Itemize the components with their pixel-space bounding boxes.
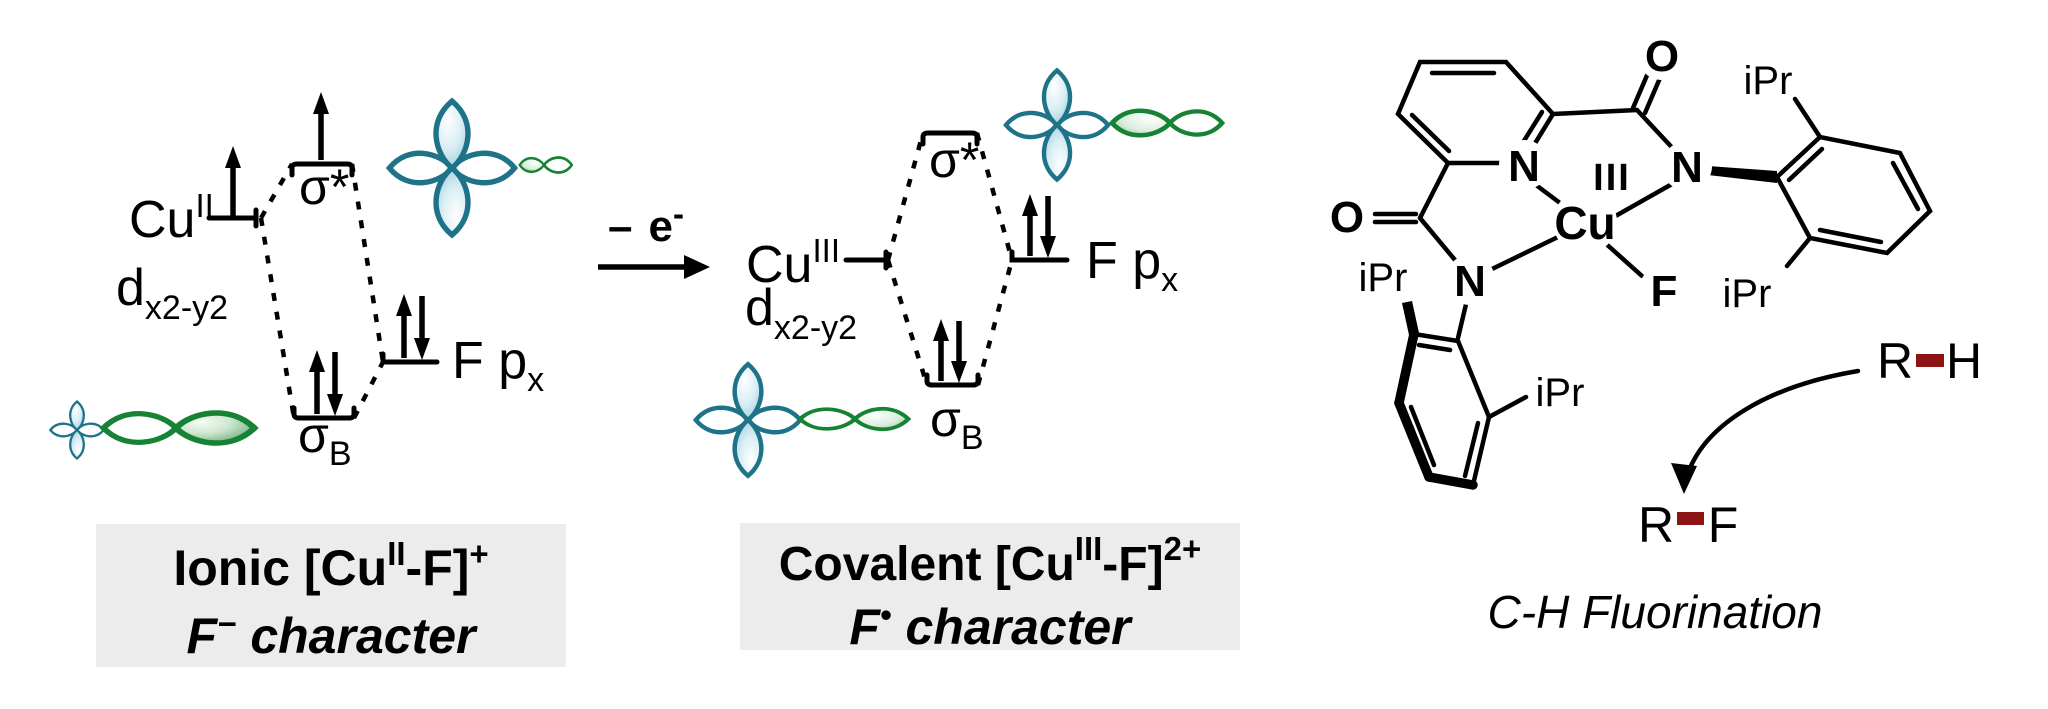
sigma-star-level [920, 130, 980, 147]
ionic-caption-box: Ionic [CuII-F]+ F−character [96, 524, 566, 667]
wedge-bond-n-aryl-r [1708, 166, 1777, 183]
cu2-d-orbital-label: dx2-y2 [116, 259, 228, 327]
pyridine-n-label: N [1508, 142, 1540, 191]
halo [1637, 30, 1687, 80]
dashed-line-sigmastar-to-fpx [349, 163, 386, 363]
sigma-b-orbital-icon [49, 400, 254, 460]
reaction-caption: C-H Fluorination [1488, 586, 1823, 638]
dashed-line-sigmab-to-fpx [975, 259, 1015, 386]
curved-arrowhead-icon [1671, 463, 1697, 494]
arrowhead-icon [684, 255, 710, 279]
cu2-d-level [206, 207, 259, 229]
bond-carbonyl-n-l [1417, 215, 1463, 269]
dashed-line-sigmab-to-fpx [352, 360, 385, 420]
bond-py-carbonyl-r [1550, 107, 1640, 117]
sigma-b-level [291, 405, 357, 421]
halo [1499, 140, 1549, 190]
sigma-star-orbital-icon [1006, 70, 1222, 179]
wedge-bond-aryl-ipr [1402, 301, 1419, 335]
mo-diagram-cu3: CuIII dx2-y2 σ* σB F px [696, 70, 1222, 475]
dashed-line-cu-to-sigmab [258, 217, 297, 419]
halo [1662, 141, 1712, 191]
cu3-d-level [843, 249, 889, 271]
sigma-star-level [289, 161, 355, 178]
carbonyl-o-right-label: O [1645, 32, 1679, 81]
dashed-line-cu-to-sigmastar [885, 132, 926, 261]
ipr-label-top-right: iPr [1744, 59, 1793, 103]
r-h-bond [1916, 354, 1944, 367]
ionic-caption-line1: Ionic [CuII-F]+ [173, 535, 488, 596]
halo [1639, 265, 1689, 315]
cu3-label: CuIII [746, 232, 840, 294]
substrate-h-label: H [1946, 333, 1982, 389]
f-px-level [1009, 249, 1070, 263]
bond-n-cu-l [1487, 233, 1563, 273]
aryl-ring-left [1394, 301, 1529, 490]
amide-n-right-label: N [1671, 143, 1703, 192]
f-px-label: F px [1086, 232, 1178, 299]
bond-py-carbonyl-l [1417, 160, 1451, 221]
product-f-label: F [1708, 497, 1739, 553]
halo [1445, 255, 1495, 305]
bond-cu-f [1601, 239, 1645, 279]
caption-background [96, 524, 566, 667]
substrate-r-label: R [1877, 333, 1913, 389]
halo [1553, 190, 1617, 254]
bond-aryl-ipr-right [1486, 394, 1529, 420]
cu3-f-complex-structure: N N N O O Cu III F iPr iPr iPr iPr [1322, 30, 1933, 490]
electron-pair-f-px [396, 294, 430, 360]
covalent-caption-line2: F•character [849, 596, 1133, 655]
r-f-bond [1677, 512, 1704, 525]
electron-up-sigma-star [313, 92, 329, 160]
covalent-caption-box: Covalent [CuIII-F]2+ F•character [740, 523, 1240, 655]
electron-pair-f-px [1022, 194, 1056, 258]
halo [1322, 191, 1372, 241]
cu2-label: CuII [129, 187, 214, 249]
product-r-label: R [1638, 497, 1674, 553]
minus-electron-arrow: –e- [598, 195, 710, 279]
bond-n-cu-r [1609, 181, 1675, 221]
cu3-d-orbital-label: dx2-y2 [745, 279, 857, 347]
sigma-b-orbital-icon [696, 364, 909, 476]
dashed-line-cu-to-sigmastar [259, 162, 294, 220]
ipr-label-mid-right: iPr [1723, 272, 1772, 316]
sigma-star-orbital-icon [389, 101, 574, 235]
ipr-label-mid-left: iPr [1359, 256, 1408, 300]
reaction-curved-arrow [1685, 368, 1861, 476]
sigma-b-level [924, 372, 981, 388]
electron-up-cu2 [225, 146, 241, 216]
caption-background [740, 523, 1240, 650]
oxidation-state-label: III [1593, 157, 1631, 199]
ipr-label-bottom: iPr [1536, 371, 1585, 415]
sigma-b-label: σB [298, 407, 352, 473]
sigma-star-label: σ* [929, 132, 979, 188]
f-px-level [380, 351, 440, 365]
f-px-label: F px [452, 332, 544, 399]
bond-n-aryl-l [1455, 297, 1470, 341]
copper-label: Cu [1554, 197, 1615, 249]
bond-aryl-ipr-top [1792, 96, 1823, 140]
mo-diagram-cu2: CuII dx2-y2 σ* σB F px [49, 92, 574, 473]
fluoride-label: F [1651, 267, 1678, 316]
aryl-ring-right [1774, 96, 1933, 269]
dashed-line-cu-to-sigmab [885, 259, 930, 386]
dashed-line-sigmastar-to-fpx [974, 132, 1015, 261]
ionic-caption-line2: F−character [187, 605, 479, 664]
covalent-caption-line1: Covalent [CuIII-F]2+ [779, 530, 1201, 591]
electron-pair-sigma-b [933, 319, 967, 383]
bond-aryl-ipr-bottom [1784, 235, 1813, 269]
electron-pair-sigma-b [309, 350, 343, 416]
sigma-star-label: σ* [299, 159, 349, 215]
ch-fluorination-reaction: R H R F C-H Fluorination [1488, 333, 1983, 638]
sigma-b-label: σB [930, 391, 984, 457]
amide-n-left-label: N [1454, 257, 1486, 306]
carbonyl-o-left-label: O [1330, 193, 1364, 242]
minus-electron-label: –e- [608, 195, 684, 251]
